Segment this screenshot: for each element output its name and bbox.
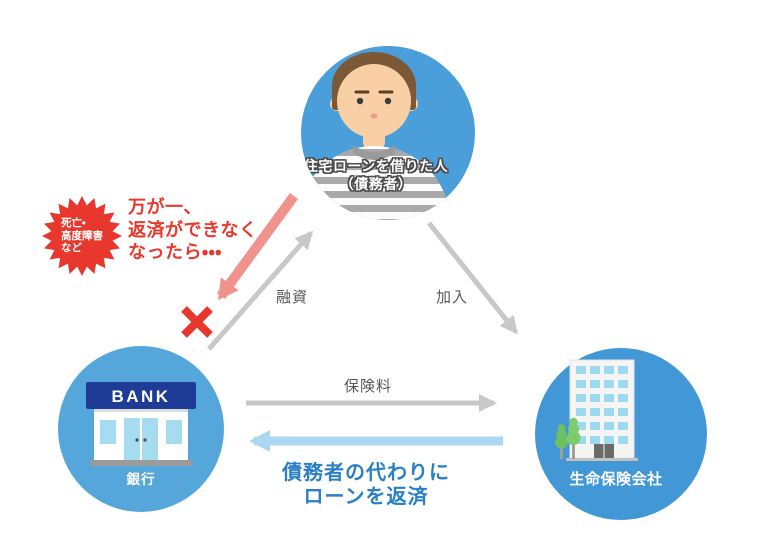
insurer-label: 生命保険会社 [569,471,663,488]
enroll-label: 加入 [436,289,469,306]
premium-label: 保険料 [344,378,393,395]
loan-arrow [207,230,313,351]
bank-sign [86,382,196,409]
office-building-icon [555,359,638,461]
person-avatar-icon [301,52,450,220]
bank-building-icon: BANK [86,382,196,466]
loan-label: 融資 [276,289,309,306]
office-windows [576,366,628,444]
x-mark-icon [181,306,213,338]
starburst-icon [42,196,122,276]
tree-icon [555,417,581,459]
person-circle: 住宅ローンを借りた人 （債務者） [301,46,475,220]
insurer-circle: 生命保険会社 [535,348,707,520]
starburst-label: 死亡・ 高度障害 など [61,217,103,255]
repay-label: 債務者の代わりに ローンを返済 [282,462,450,508]
warning-text: 万が一、 返済ができなく なったら・・・ [128,197,258,262]
avatar-face [337,64,411,138]
avatar-collar [353,145,395,160]
default-arrow [216,193,299,301]
bank-circle: BANK 銀行 [58,346,224,512]
person-label: 住宅ローンを借りた人 （債務者） [303,158,449,192]
bank-sign-text: BANK [111,387,170,406]
enroll-arrow [427,221,518,335]
bank-label: 銀行 [126,472,156,487]
